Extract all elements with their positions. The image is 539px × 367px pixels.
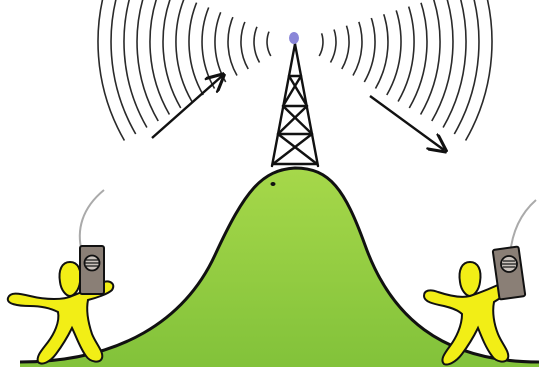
left-wave-arc [150, 0, 270, 115]
tower-beacon [289, 32, 299, 44]
right-walkie-talkie-icon [493, 246, 526, 299]
right-wave-arc [327, 0, 479, 134]
left-wave-arc [228, 0, 283, 76]
left-antenna-wire [80, 190, 104, 252]
right-wave-arc [304, 0, 349, 69]
right-wave-arc [300, 14, 323, 56]
left-wave-arc [241, 0, 286, 69]
left-wave-arc [111, 0, 263, 134]
hill-dot [271, 182, 276, 186]
left-person-icon [8, 190, 114, 364]
left-wave-arc [137, 0, 268, 121]
right-wave-arc [302, 2, 336, 63]
arrow-icon-right [370, 96, 444, 150]
left-wave-arc [254, 2, 288, 63]
left-wave-arc [267, 14, 290, 56]
right-wave-arc [309, 0, 375, 82]
left-walkie-talkie-icon [80, 246, 104, 294]
left-signal-waves [98, 0, 290, 141]
left-wave-arc [124, 0, 265, 128]
right-wave-arc [316, 0, 414, 102]
left-wave-arc [176, 0, 274, 102]
right-wave-arc [307, 0, 362, 76]
radio-tower-icon [272, 44, 318, 166]
right-signal-waves [300, 0, 492, 141]
arrow-icon-left [152, 76, 222, 138]
left-wave-arc [215, 0, 281, 82]
right-wave-arc [325, 0, 466, 128]
right-wave-arc [322, 0, 453, 121]
right-wave-arc [320, 0, 440, 115]
